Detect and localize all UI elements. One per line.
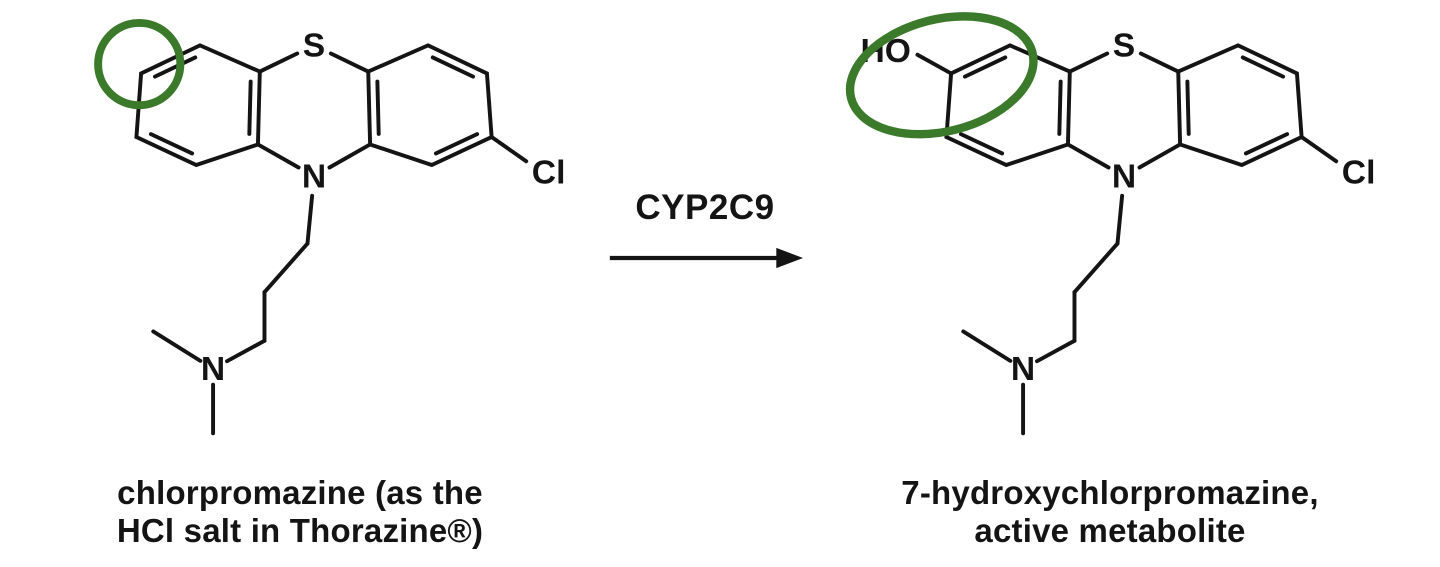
benzene-ring-right [366,43,494,168]
bond-n-right [327,142,373,170]
benzene-ring-right [1176,43,1304,168]
chlorine-atom-label: Cl [532,155,566,192]
sulfur-atom-label: S [1113,28,1135,65]
aromatic-double-bond [433,132,480,156]
bond-skeleton [915,43,1339,436]
aromatic-double-bond [247,79,253,136]
reaction-arrow-icon [609,247,803,269]
hydroxylation-site-highlight-ellipse [845,12,1038,139]
bond-n-left [255,142,301,170]
chlorine-atom-label: Cl [1342,155,1376,192]
ring-nitrogen-atom-label: N [1112,158,1136,195]
sulfur-atom-label: S [303,28,325,65]
bond-propyl-1 [1115,193,1125,246]
substrate-caption-line1: chlorpromazine (as the [117,474,483,511]
bond-propyl-amine [225,338,267,364]
bond-propyl-2 [262,241,310,295]
bond-skeleton [134,43,529,436]
aromatic-double-bond [958,132,1005,156]
aromatic-double-bond [1243,132,1290,156]
bond-methyl-1 [961,329,1013,363]
metabolism-site-highlight-circle [94,18,185,110]
bond-methyl-1 [151,329,203,363]
bond-n-right [1137,142,1183,170]
aromatic-double-bond [148,132,195,156]
bond-chloro [1299,135,1339,164]
product-caption-line2: active metabolite [974,512,1246,549]
bond-s-right [1138,51,1181,74]
substrate-block: S N N Cl chlorpromazine (as the HCl salt in… [10,8,590,550]
substrate-structure-svg: S N N Cl [94,18,566,436]
bond-chloro [489,135,529,164]
bond-s-right [328,51,371,74]
bond-s-left [257,51,300,74]
substrate-caption: chlorpromazine (as the HCl salt in Thora… [117,474,483,550]
aromatic-double-bond [430,55,476,79]
bond-propyl-amine [1035,338,1077,364]
bond-hydroxyl [915,52,954,76]
bond-propyl-2 [1072,241,1120,295]
aromatic-double-bond [152,55,198,79]
bond-propyl-1 [305,193,315,246]
product-caption-line1: 7-hydroxychlorpromazine, [901,474,1319,511]
aromatic-double-bond [1057,79,1063,136]
aromatic-double-bond [375,79,381,136]
aromatic-double-bond [1185,79,1191,136]
bond-n-left [1065,142,1111,170]
bond-s-left [1067,51,1110,74]
amine-nitrogen-atom-label: N [201,351,225,388]
arrow-head [775,247,803,269]
amine-nitrogen-atom-label: N [1011,351,1035,388]
substrate-caption-line2: HCl salt in Thorazine®) [116,512,484,549]
aromatic-double-bond [1240,55,1286,79]
product-caption: 7-hydroxychlorpromazine, active metaboli… [901,474,1318,550]
aromatic-double-bond [962,55,1008,79]
enzyme-label: CYP2C9 [635,188,775,227]
reaction-block: CYP2C9 [590,188,820,278]
ring-nitrogen-atom-label: N [302,158,326,195]
